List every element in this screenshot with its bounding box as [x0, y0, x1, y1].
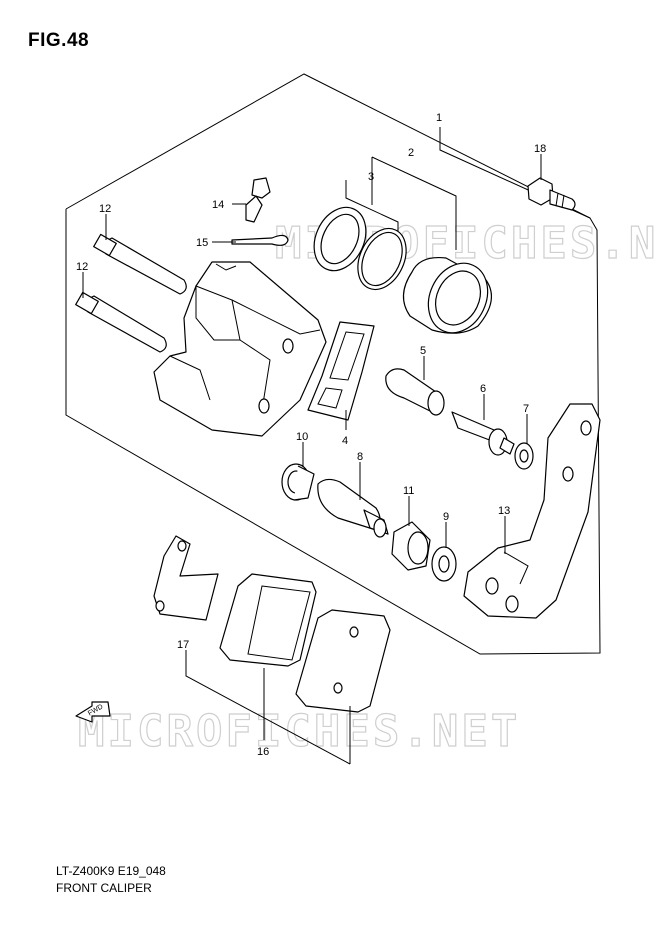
callout-1: 1	[436, 112, 442, 124]
brake-pad-inner	[219, 573, 317, 667]
callout-2: 2	[408, 147, 414, 159]
slide-pin-lower	[75, 291, 167, 353]
caliper-piston	[402, 256, 493, 334]
caliper-pin	[451, 411, 515, 456]
brake-pad-outer	[295, 609, 391, 713]
callout-2-bracket	[371, 156, 457, 250]
caliper-bracket	[463, 403, 601, 619]
callout-10: 10	[296, 431, 308, 443]
watermark-bottom: MICROFICHES.NET	[78, 706, 520, 757]
assembly-boundary	[65, 73, 601, 655]
slide-pin-8	[317, 478, 389, 538]
callout-4: 4	[342, 435, 348, 447]
pad-shim	[153, 535, 219, 621]
caliper-body	[153, 261, 327, 437]
figure-name: FRONT CALIPER	[56, 881, 152, 895]
piston-seal-ring-2	[357, 227, 407, 291]
callout-13: 13	[498, 505, 510, 517]
callout-15: 15	[196, 237, 208, 249]
callout-16: 16	[257, 746, 269, 758]
callout-18: 18	[534, 143, 546, 155]
callout-8: 8	[357, 451, 363, 463]
piston-seal-ring-1	[313, 206, 367, 272]
callout-11: 11	[403, 485, 414, 497]
callout-3-bracket	[345, 180, 399, 232]
callout-12-upper: 12	[99, 203, 111, 215]
bleeder-valve	[245, 177, 271, 223]
callout-12-lower: 12	[76, 261, 88, 273]
pin-boot	[281, 463, 315, 501]
slide-sleeve	[385, 368, 445, 416]
slide-pin-upper	[93, 233, 187, 295]
callout-3: 3	[368, 171, 374, 183]
bleeder-cap	[231, 234, 289, 246]
callout-17: 17	[177, 639, 189, 651]
forward-direction-arrow: FWD	[75, 701, 111, 723]
washer-9	[431, 546, 457, 582]
model-code: LT-Z400K9 E19_048	[56, 864, 166, 878]
callout-6: 6	[480, 383, 486, 395]
pad-spring	[307, 321, 375, 421]
callout-7: 7	[523, 403, 529, 415]
pin-boot-11	[391, 521, 431, 571]
callout-17-leader	[185, 650, 351, 765]
washer-7	[514, 442, 534, 470]
callout-5: 5	[420, 345, 426, 357]
callout-14: 14	[212, 199, 224, 211]
bracket-bolt	[527, 177, 576, 211]
callout-9: 9	[443, 511, 449, 523]
figure-title: FIG.48	[28, 30, 90, 51]
